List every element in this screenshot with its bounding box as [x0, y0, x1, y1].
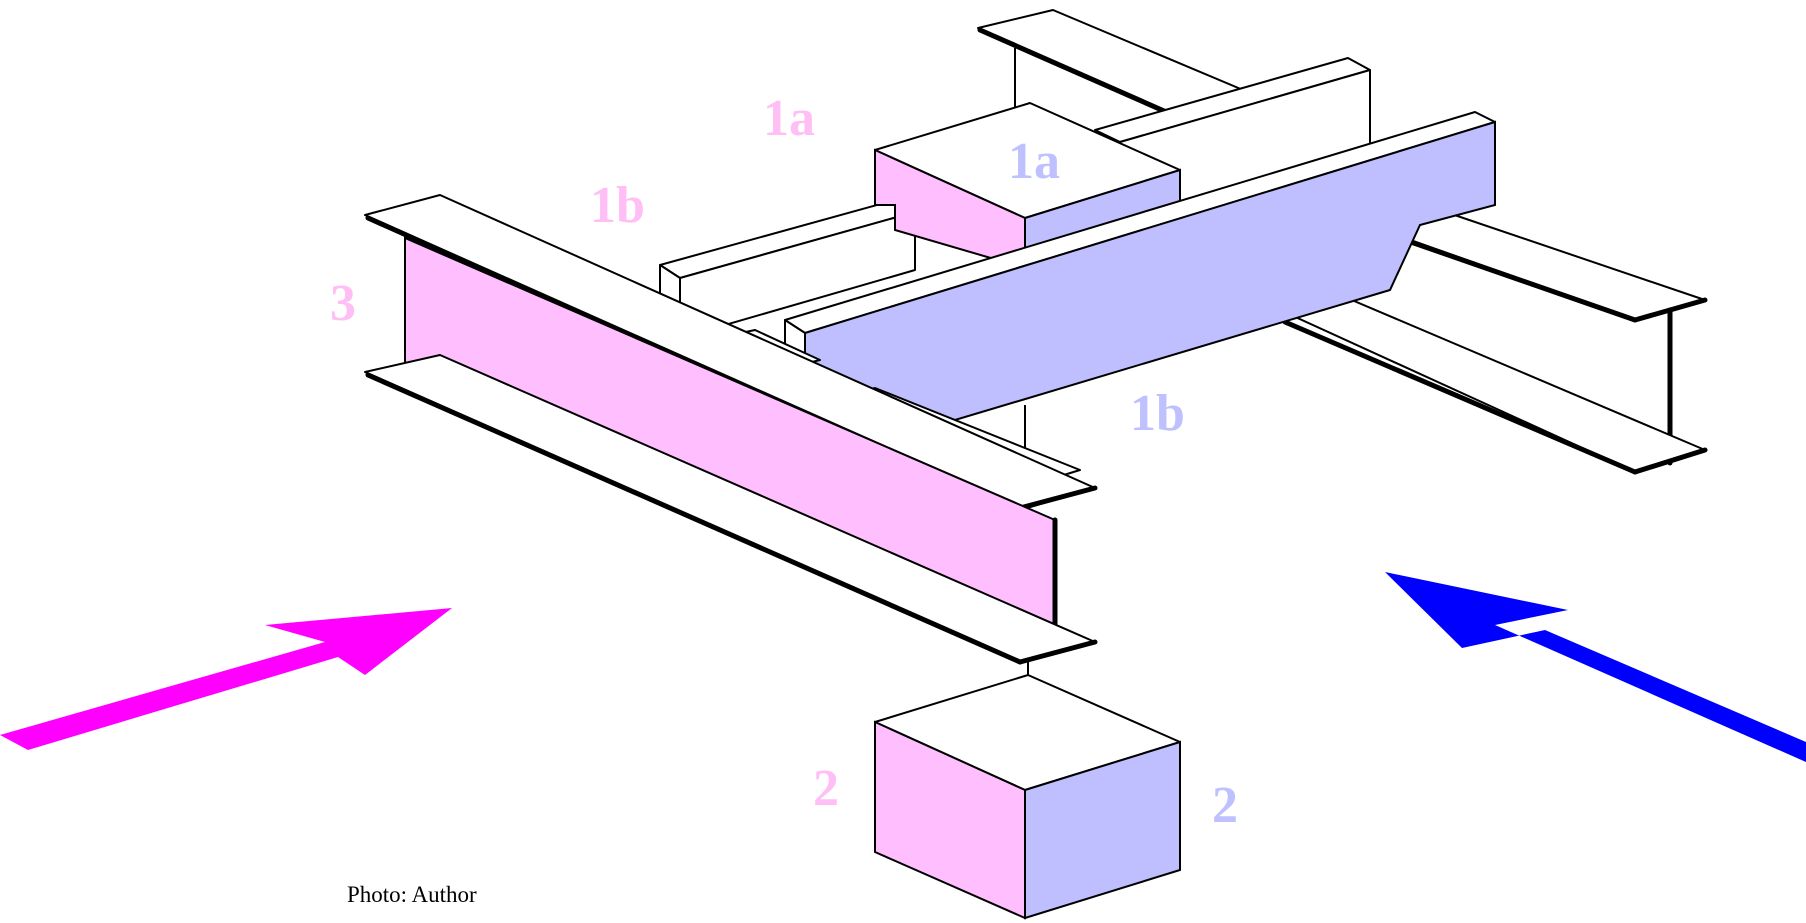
label-2-left: 2 — [813, 760, 839, 817]
label-1b-right: 1b — [1130, 385, 1185, 442]
back-top-beam — [977, 9, 1256, 160]
right-i-beam — [1279, 204, 1708, 475]
label-1b-left: 1b — [590, 177, 645, 234]
label-3: 3 — [330, 275, 356, 332]
bottom-cube-2 — [874, 674, 1181, 920]
photo-credit: Photo: Author — [347, 882, 477, 907]
pink-i-beam-3 — [364, 194, 1098, 665]
blue-arrow — [1385, 572, 1806, 762]
magenta-arrow — [0, 608, 452, 750]
label-1a-top-left: 1a — [763, 90, 815, 147]
label-1a-top-box: 1a — [1008, 133, 1060, 190]
label-2-right: 2 — [1212, 777, 1238, 834]
